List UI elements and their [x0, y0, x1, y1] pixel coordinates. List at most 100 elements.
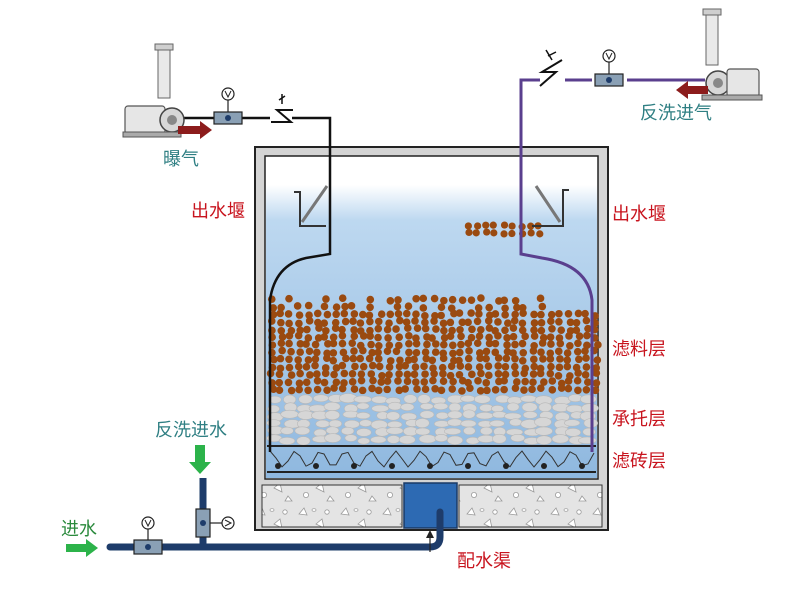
support-stone — [344, 434, 358, 442]
media-pellet — [584, 324, 592, 333]
media-pellet — [428, 334, 436, 342]
media-pellet — [475, 363, 484, 371]
blower-icon — [122, 43, 185, 138]
media-pellet — [304, 334, 313, 342]
support-stone — [386, 435, 401, 444]
media-pellet — [295, 385, 303, 394]
media-pellet — [332, 310, 340, 319]
media-pellet — [467, 309, 475, 317]
support-stone — [387, 401, 403, 411]
media-pellet — [296, 340, 305, 348]
media-pellet — [555, 317, 563, 326]
support-stone — [398, 435, 416, 445]
flow-arrow-icon — [676, 81, 708, 99]
media-pellet — [457, 332, 465, 341]
media-pellet — [275, 386, 284, 394]
media-pellet — [439, 319, 448, 328]
media-pellet — [508, 222, 516, 230]
media-pellet — [338, 339, 347, 348]
media-pellet — [369, 376, 377, 385]
media-pellet — [365, 354, 374, 363]
media-pellet — [484, 317, 493, 325]
media-pellet — [403, 370, 412, 379]
media-pellet — [491, 386, 500, 394]
media-pellet — [513, 303, 521, 312]
media-pellet — [302, 363, 311, 371]
media-pellet — [437, 303, 446, 312]
media-pellet — [564, 309, 573, 318]
media-pellet — [504, 319, 512, 327]
media-pellet — [322, 326, 330, 335]
media-pellet — [564, 384, 573, 393]
support-stone — [323, 401, 341, 412]
media-pellet — [295, 319, 303, 328]
media-pellet — [592, 379, 601, 387]
media-pellet — [508, 229, 516, 238]
media-pellet — [412, 339, 421, 348]
brick-nozzle — [275, 463, 281, 469]
label-backwash-water-in: 反洗进水 — [155, 420, 227, 441]
valve-icon — [133, 516, 163, 555]
media-pellet — [392, 347, 401, 356]
media-pellet — [466, 384, 474, 393]
media-pellet — [395, 341, 403, 350]
media-pellet — [430, 294, 439, 303]
media-pellet — [411, 363, 420, 371]
flow-arrow-icon — [178, 121, 212, 139]
media-pellet — [477, 325, 485, 334]
media-pellet — [491, 348, 500, 357]
media-pellet — [275, 378, 284, 387]
media-pellet — [311, 361, 319, 370]
support-stone — [477, 434, 495, 443]
support-stone — [328, 419, 343, 428]
media-pellet — [383, 377, 392, 385]
media-pellet — [475, 332, 484, 341]
media-pellet — [338, 325, 346, 334]
media-pellet — [501, 304, 509, 313]
support-stone — [475, 412, 494, 420]
media-pellet — [482, 379, 491, 387]
media-pellet — [338, 384, 347, 393]
media-pellet — [518, 339, 527, 348]
media-pellet — [554, 347, 563, 356]
media-pellet — [323, 386, 331, 394]
media-pellet — [342, 354, 350, 363]
media-pellet — [285, 319, 293, 328]
media-pellet — [537, 319, 546, 327]
media-pellet — [554, 371, 563, 380]
media-pellet — [348, 369, 357, 378]
media-pellet — [396, 316, 404, 325]
media-pellet — [421, 324, 430, 333]
media-pellet — [582, 316, 591, 325]
media-pellet — [311, 340, 320, 349]
media-pellet — [537, 384, 545, 393]
media-pellet — [456, 362, 465, 370]
media-pellet — [494, 370, 503, 378]
media-pellet — [395, 370, 403, 378]
media-pellet — [402, 318, 411, 326]
media-pellet — [293, 302, 302, 310]
media-pellet — [500, 385, 508, 394]
media-pellet — [402, 309, 411, 318]
media-pellet — [313, 309, 322, 318]
media-pellet — [477, 369, 485, 378]
media-pellet — [413, 324, 422, 332]
media-pellet — [359, 332, 368, 340]
brick-nozzle — [351, 463, 357, 469]
media-pellet — [446, 371, 455, 380]
support-stone — [448, 402, 462, 412]
media-pellet — [359, 362, 368, 371]
support-stone — [296, 436, 311, 446]
media-pellet — [530, 326, 538, 334]
media-pellet — [366, 332, 374, 340]
media-pellet — [574, 339, 582, 348]
media-pellet — [421, 318, 429, 327]
support-stone — [419, 402, 434, 410]
media-pellet — [530, 332, 539, 340]
media-pellet — [276, 364, 285, 373]
media-pellet — [356, 354, 365, 363]
media-pellet — [421, 348, 430, 357]
media-pellet — [430, 317, 438, 325]
media-pellet — [313, 348, 321, 357]
media-pellet — [546, 369, 555, 378]
